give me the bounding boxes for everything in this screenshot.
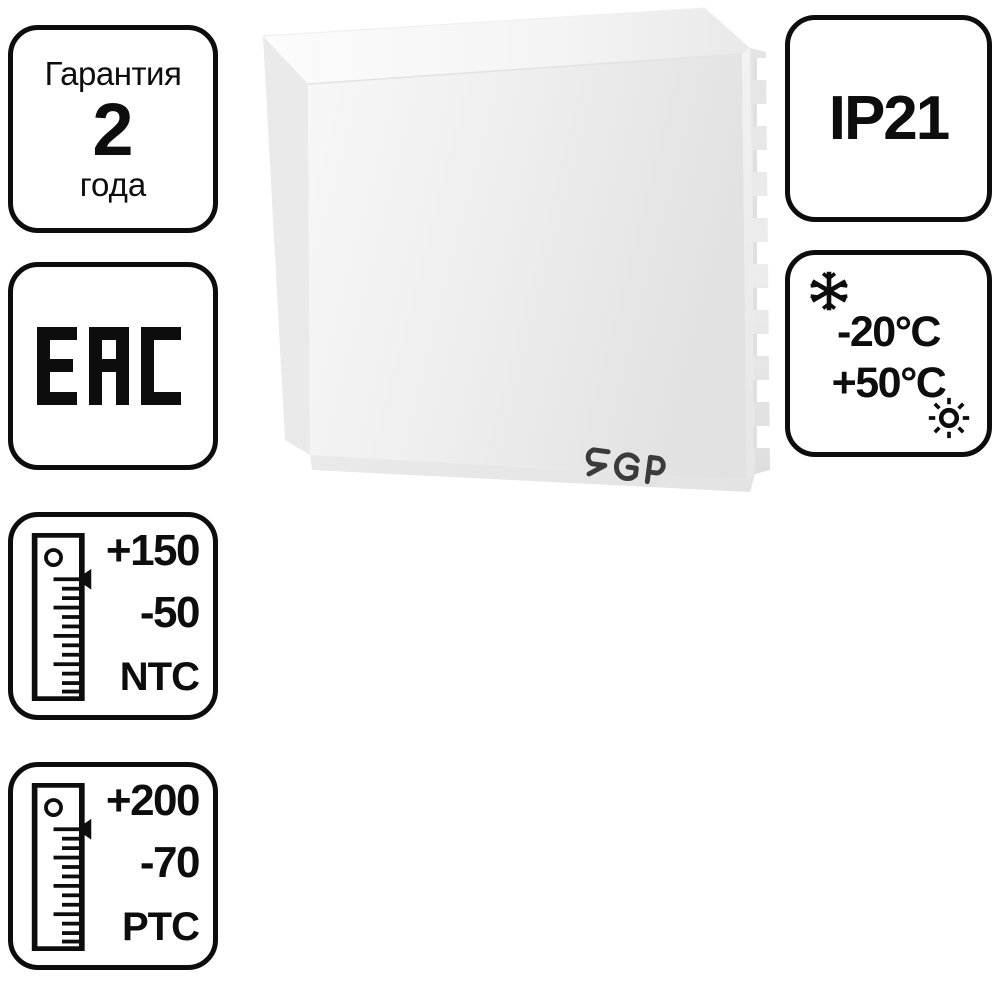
ntc-sensor-badge: +150 -50 NTC — [8, 512, 218, 720]
device-top-face — [263, 8, 750, 84]
device-bottom-face — [310, 455, 755, 492]
device-right-front-edge — [742, 48, 755, 480]
ntc-high-temp: +150 — [105, 526, 201, 575]
ip-rating-badge: IP21 — [785, 15, 992, 222]
operating-temperature-badge: -20°C +50°C — [785, 250, 992, 457]
eac-conformity-icon — [37, 327, 189, 405]
ntc-low-temp: -50 — [139, 588, 201, 637]
ip-rating-value: IP21 — [828, 83, 951, 153]
temperature-min-value: -20°C — [837, 308, 941, 356]
ptc-high-temp: +200 — [105, 776, 201, 825]
thermometer-icon — [31, 783, 93, 951]
device-front-face — [308, 54, 747, 480]
eac-badge — [8, 262, 218, 470]
sun-icon — [927, 396, 971, 440]
ptc-low-temp: -70 — [139, 838, 201, 887]
device-vent-slots — [750, 48, 770, 474]
warranty-bottom-label: года — [79, 166, 147, 204]
warranty-years-value: 2 — [92, 87, 134, 171]
sensor-device-image — [250, 0, 770, 560]
warranty-badge: Гарантия 2 года — [8, 25, 218, 233]
thermometer-icon — [31, 533, 93, 701]
warranty-top-label: Гарантия — [44, 54, 182, 92]
ptc-sensor-type: PTC — [122, 905, 200, 949]
rgp-wordmark-logo — [582, 443, 670, 488]
snowflake-icon — [807, 269, 851, 313]
device-left-edge — [263, 36, 310, 455]
ntc-sensor-type: NTC — [119, 655, 200, 699]
ptc-sensor-badge: +200 -70 PTC — [8, 762, 218, 970]
temperature-max-value: +50°C — [831, 358, 947, 407]
